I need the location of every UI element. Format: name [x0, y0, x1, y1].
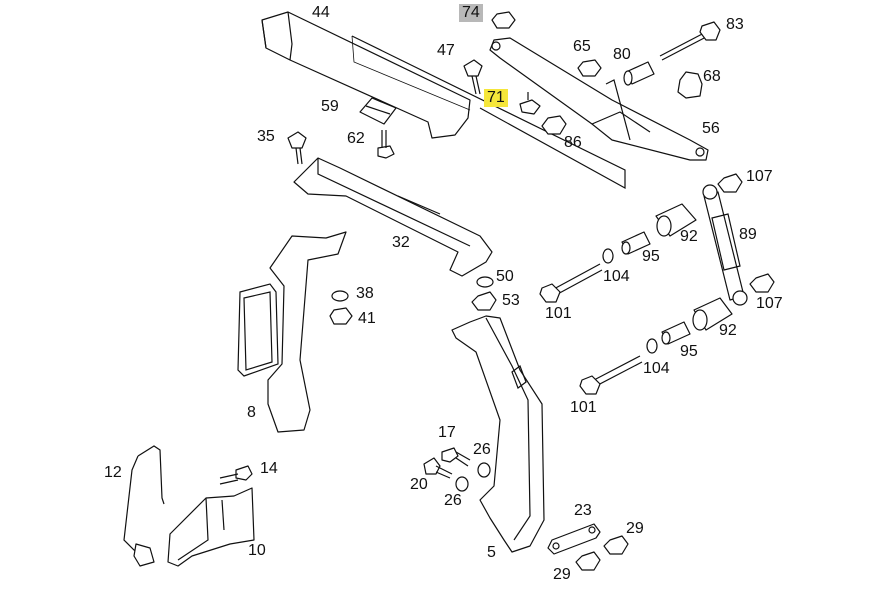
callout-14[interactable]: 14: [260, 460, 278, 477]
part-20-bolt[interactable]: [423, 457, 453, 479]
part-80-bushing[interactable]: [623, 61, 655, 86]
callout-56[interactable]: 56: [702, 120, 720, 137]
part-8-bracket[interactable]: [237, 231, 347, 433]
callout-107-lower[interactable]: 107: [756, 295, 783, 312]
callout-41[interactable]: 41: [358, 310, 376, 327]
callout-59[interactable]: 59: [321, 98, 339, 115]
callout-47[interactable]: 47: [437, 42, 455, 59]
part-35-bolt[interactable]: [287, 131, 307, 165]
part-50-washer[interactable]: [476, 276, 494, 288]
part-32-bracket[interactable]: [293, 157, 493, 277]
part-89-shock[interactable]: [702, 184, 748, 306]
part-56-upper-arm[interactable]: [489, 37, 709, 161]
part-65-nut[interactable]: [577, 59, 602, 77]
part-104-washer-lower[interactable]: [646, 338, 658, 354]
part-29-nut-upper[interactable]: [603, 535, 629, 555]
part-38-washer[interactable]: [331, 290, 349, 302]
callout-92-upper[interactable]: 92: [680, 228, 698, 245]
part-29-nut-lower[interactable]: [575, 551, 601, 571]
callout-62[interactable]: 62: [347, 130, 365, 147]
callout-29-lower[interactable]: 29: [553, 566, 571, 583]
callout-83[interactable]: 83: [726, 16, 744, 33]
callout-10[interactable]: 10: [248, 542, 266, 559]
part-92-bushing-lower[interactable]: [692, 297, 733, 331]
callout-23[interactable]: 23: [574, 502, 592, 519]
callout-101-lower[interactable]: 101: [570, 399, 597, 416]
callout-32[interactable]: 32: [392, 234, 410, 251]
callout-92-lower[interactable]: 92: [719, 322, 737, 339]
callout-101-upper[interactable]: 101: [545, 305, 572, 322]
callout-74[interactable]: 74: [459, 4, 483, 22]
callout-5[interactable]: 5: [487, 544, 496, 561]
callout-107-upper[interactable]: 107: [746, 168, 773, 185]
part-68-mount[interactable]: [677, 71, 703, 99]
part-101-bolt-upper[interactable]: [539, 263, 603, 303]
part-86-nut[interactable]: [541, 115, 567, 135]
callout-29-upper[interactable]: 29: [626, 520, 644, 537]
part-17-bolt[interactable]: [441, 447, 471, 467]
callout-20[interactable]: 20: [410, 476, 428, 493]
part-41-nut[interactable]: [329, 307, 353, 325]
callout-26-upper[interactable]: 26: [473, 441, 491, 458]
callout-104-upper[interactable]: 104: [603, 268, 630, 285]
callout-71[interactable]: 71: [484, 89, 508, 107]
part-107-nut-lower[interactable]: [749, 273, 775, 293]
part-14-bolt[interactable]: [219, 465, 253, 485]
callout-86[interactable]: 86: [564, 134, 582, 151]
part-26-washer-upper[interactable]: [477, 462, 491, 478]
part-107-nut-upper[interactable]: [717, 173, 743, 193]
callout-8[interactable]: 8: [247, 404, 256, 421]
callout-95-upper[interactable]: 95: [642, 248, 660, 265]
callout-104-lower[interactable]: 104: [643, 360, 670, 377]
part-5-bracket[interactable]: [451, 315, 545, 553]
part-59-bracket[interactable]: [359, 97, 397, 125]
callout-95-lower[interactable]: 95: [680, 343, 698, 360]
callout-38[interactable]: 38: [356, 285, 374, 302]
part-95-sleeve-upper[interactable]: [621, 231, 651, 255]
part-23-plate[interactable]: [547, 523, 601, 555]
part-47-bolt[interactable]: [463, 59, 483, 95]
callout-50[interactable]: 50: [496, 268, 514, 285]
callout-17[interactable]: 17: [438, 424, 456, 441]
part-53-nut[interactable]: [471, 291, 497, 311]
part-62-bolt[interactable]: [377, 130, 395, 159]
callout-68[interactable]: 68: [703, 68, 721, 85]
part-104-washer-upper[interactable]: [602, 248, 614, 264]
callout-89[interactable]: 89: [739, 226, 757, 243]
callout-35[interactable]: 35: [257, 128, 275, 145]
callout-65[interactable]: 65: [573, 38, 591, 55]
callout-26-lower[interactable]: 26: [444, 492, 462, 509]
part-83-bolt[interactable]: [659, 21, 721, 61]
callout-12[interactable]: 12: [104, 464, 122, 481]
callout-53[interactable]: 53: [502, 292, 520, 309]
part-71-stud[interactable]: [519, 92, 541, 115]
part-92-bushing-upper[interactable]: [655, 203, 697, 237]
part-74-nut[interactable]: [491, 11, 516, 29]
callout-80[interactable]: 80: [613, 46, 631, 63]
part-101-bolt-lower[interactable]: [579, 355, 643, 395]
part-95-sleeve-lower[interactable]: [661, 321, 691, 345]
part-12-handle[interactable]: [123, 445, 165, 567]
part-26-washer-lower[interactable]: [455, 476, 469, 492]
part-10-plate[interactable]: [167, 487, 255, 567]
callout-44[interactable]: 44: [312, 4, 330, 21]
